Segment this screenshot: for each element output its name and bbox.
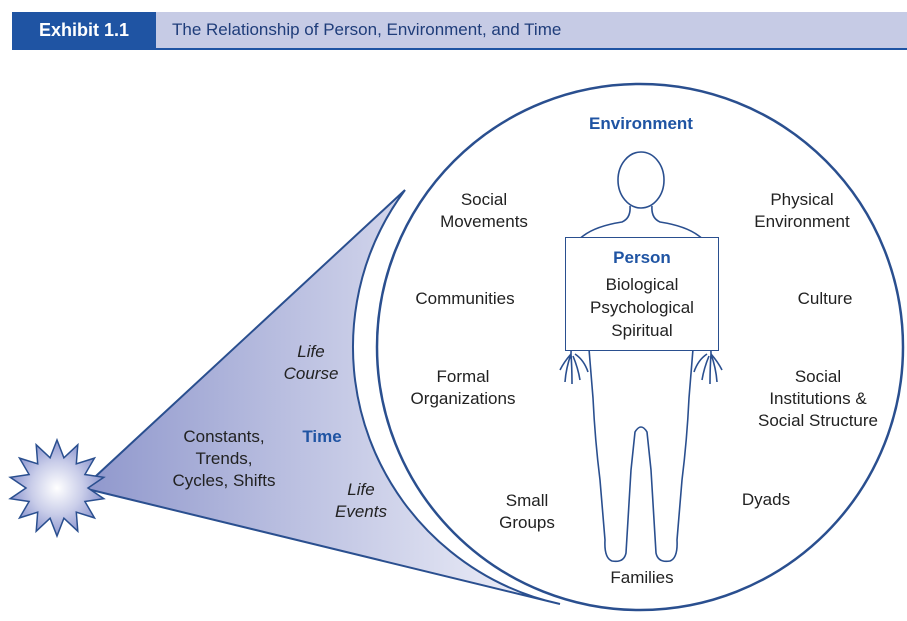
label-social-movements: Social Movements (440, 190, 528, 231)
label-time: Time (302, 427, 342, 446)
label-dyads: Dyads (741, 490, 791, 509)
person-box: Person Biological Psychological Spiritua… (565, 237, 719, 351)
environment-title: Environment (589, 114, 693, 133)
label-physical-environment: Physical Environment (754, 190, 850, 231)
label-constants-trends-cycles: Constants, Trends, Cycles, Shifts (172, 427, 276, 490)
label-small-groups: Small Groups (499, 491, 555, 532)
exhibit-label: Exhibit 1.1 (12, 12, 156, 48)
person-line-biological: Biological (605, 275, 679, 294)
label-social-institutions: Social Institutions & Social Structure (758, 367, 878, 430)
person-line-spiritual: Spiritual (611, 321, 673, 340)
label-culture: Culture (797, 289, 853, 308)
time-cone (80, 189, 561, 605)
header-rule (12, 48, 907, 50)
starburst-icon (8, 437, 106, 539)
label-life-course: Life Course (283, 342, 339, 383)
label-families: Families (610, 568, 674, 587)
person-line-psychological: Psychological (590, 298, 694, 317)
exhibit-title: The Relationship of Person, Environment,… (172, 20, 562, 39)
label-life-events: Life Events (335, 480, 387, 521)
header-band (12, 12, 907, 48)
label-communities: Communities (415, 289, 515, 308)
label-formal-organizations: Formal Organizations (410, 367, 516, 408)
person-title: Person (613, 248, 671, 267)
